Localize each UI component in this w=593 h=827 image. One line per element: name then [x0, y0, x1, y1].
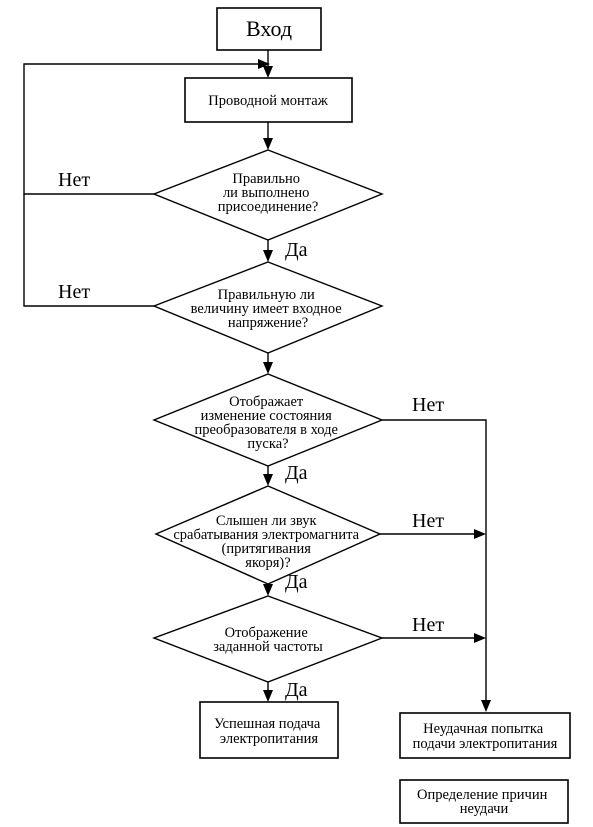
arrow-head-down — [263, 474, 273, 486]
edge-label-no: Нет — [412, 614, 444, 636]
edge-q1-no-loop — [23, 63, 260, 195]
arrow-head-right — [474, 529, 486, 539]
decision-relay-sound — [154, 485, 382, 585]
success-box — [199, 701, 339, 759]
decision-connection-label: Правильно ли выполнено присоединение? — [218, 171, 319, 215]
arrow-head-down — [263, 138, 273, 150]
edge-label-no: Нет — [412, 394, 444, 416]
arrow-head-down — [263, 584, 273, 596]
decision-display-change — [152, 373, 384, 467]
decision-display-change-label: Отображает изменение состояния преобразо… — [194, 394, 341, 452]
arrow-head-down — [263, 362, 273, 374]
decision-frequency-label: Отображение заданной частоты — [213, 625, 323, 655]
edge-label-no: Нет — [58, 169, 90, 191]
arrow-head-right — [258, 59, 270, 69]
edge-label-no: Нет — [58, 281, 90, 303]
edge-q2-no-loop — [23, 194, 154, 307]
entry-label: Вход — [246, 16, 292, 41]
arrow-head-right — [474, 633, 486, 643]
decision-connection — [152, 149, 384, 241]
success-label: Успешная подача электропитания — [214, 716, 324, 747]
edge-label-yes: Да — [285, 571, 308, 593]
edge-q3-no — [382, 419, 487, 702]
decision-voltage-label: Правильную ли величину имеет входное нап… — [191, 287, 346, 331]
arrow-head-down — [263, 690, 273, 702]
edge-label-no: Нет — [412, 510, 444, 532]
decision-voltage — [152, 261, 384, 354]
find-cause-label: Определение причин неудачи — [417, 787, 551, 817]
edge-label-yes: Да — [285, 462, 308, 484]
find-cause-box — [399, 779, 569, 824]
arrow-heads — [258, 59, 491, 712]
failure-box — [399, 712, 571, 759]
decision-frequency — [152, 595, 384, 683]
decision-relay-sound-label: Слышен ли звук срабатывания электромагни… — [173, 513, 362, 571]
wiring-box — [184, 77, 353, 123]
arrow-head-down — [481, 700, 491, 712]
entry-box — [216, 7, 322, 51]
edge-label-yes: Да — [285, 239, 308, 261]
failure-label: Неудачная попытка подачи электропитания — [413, 721, 558, 752]
arrow-head-down — [263, 66, 273, 78]
edge-label-yes: Да — [285, 679, 308, 701]
wiring-label: Проводной монтаж — [208, 93, 328, 109]
arrow-head-down — [263, 250, 273, 262]
